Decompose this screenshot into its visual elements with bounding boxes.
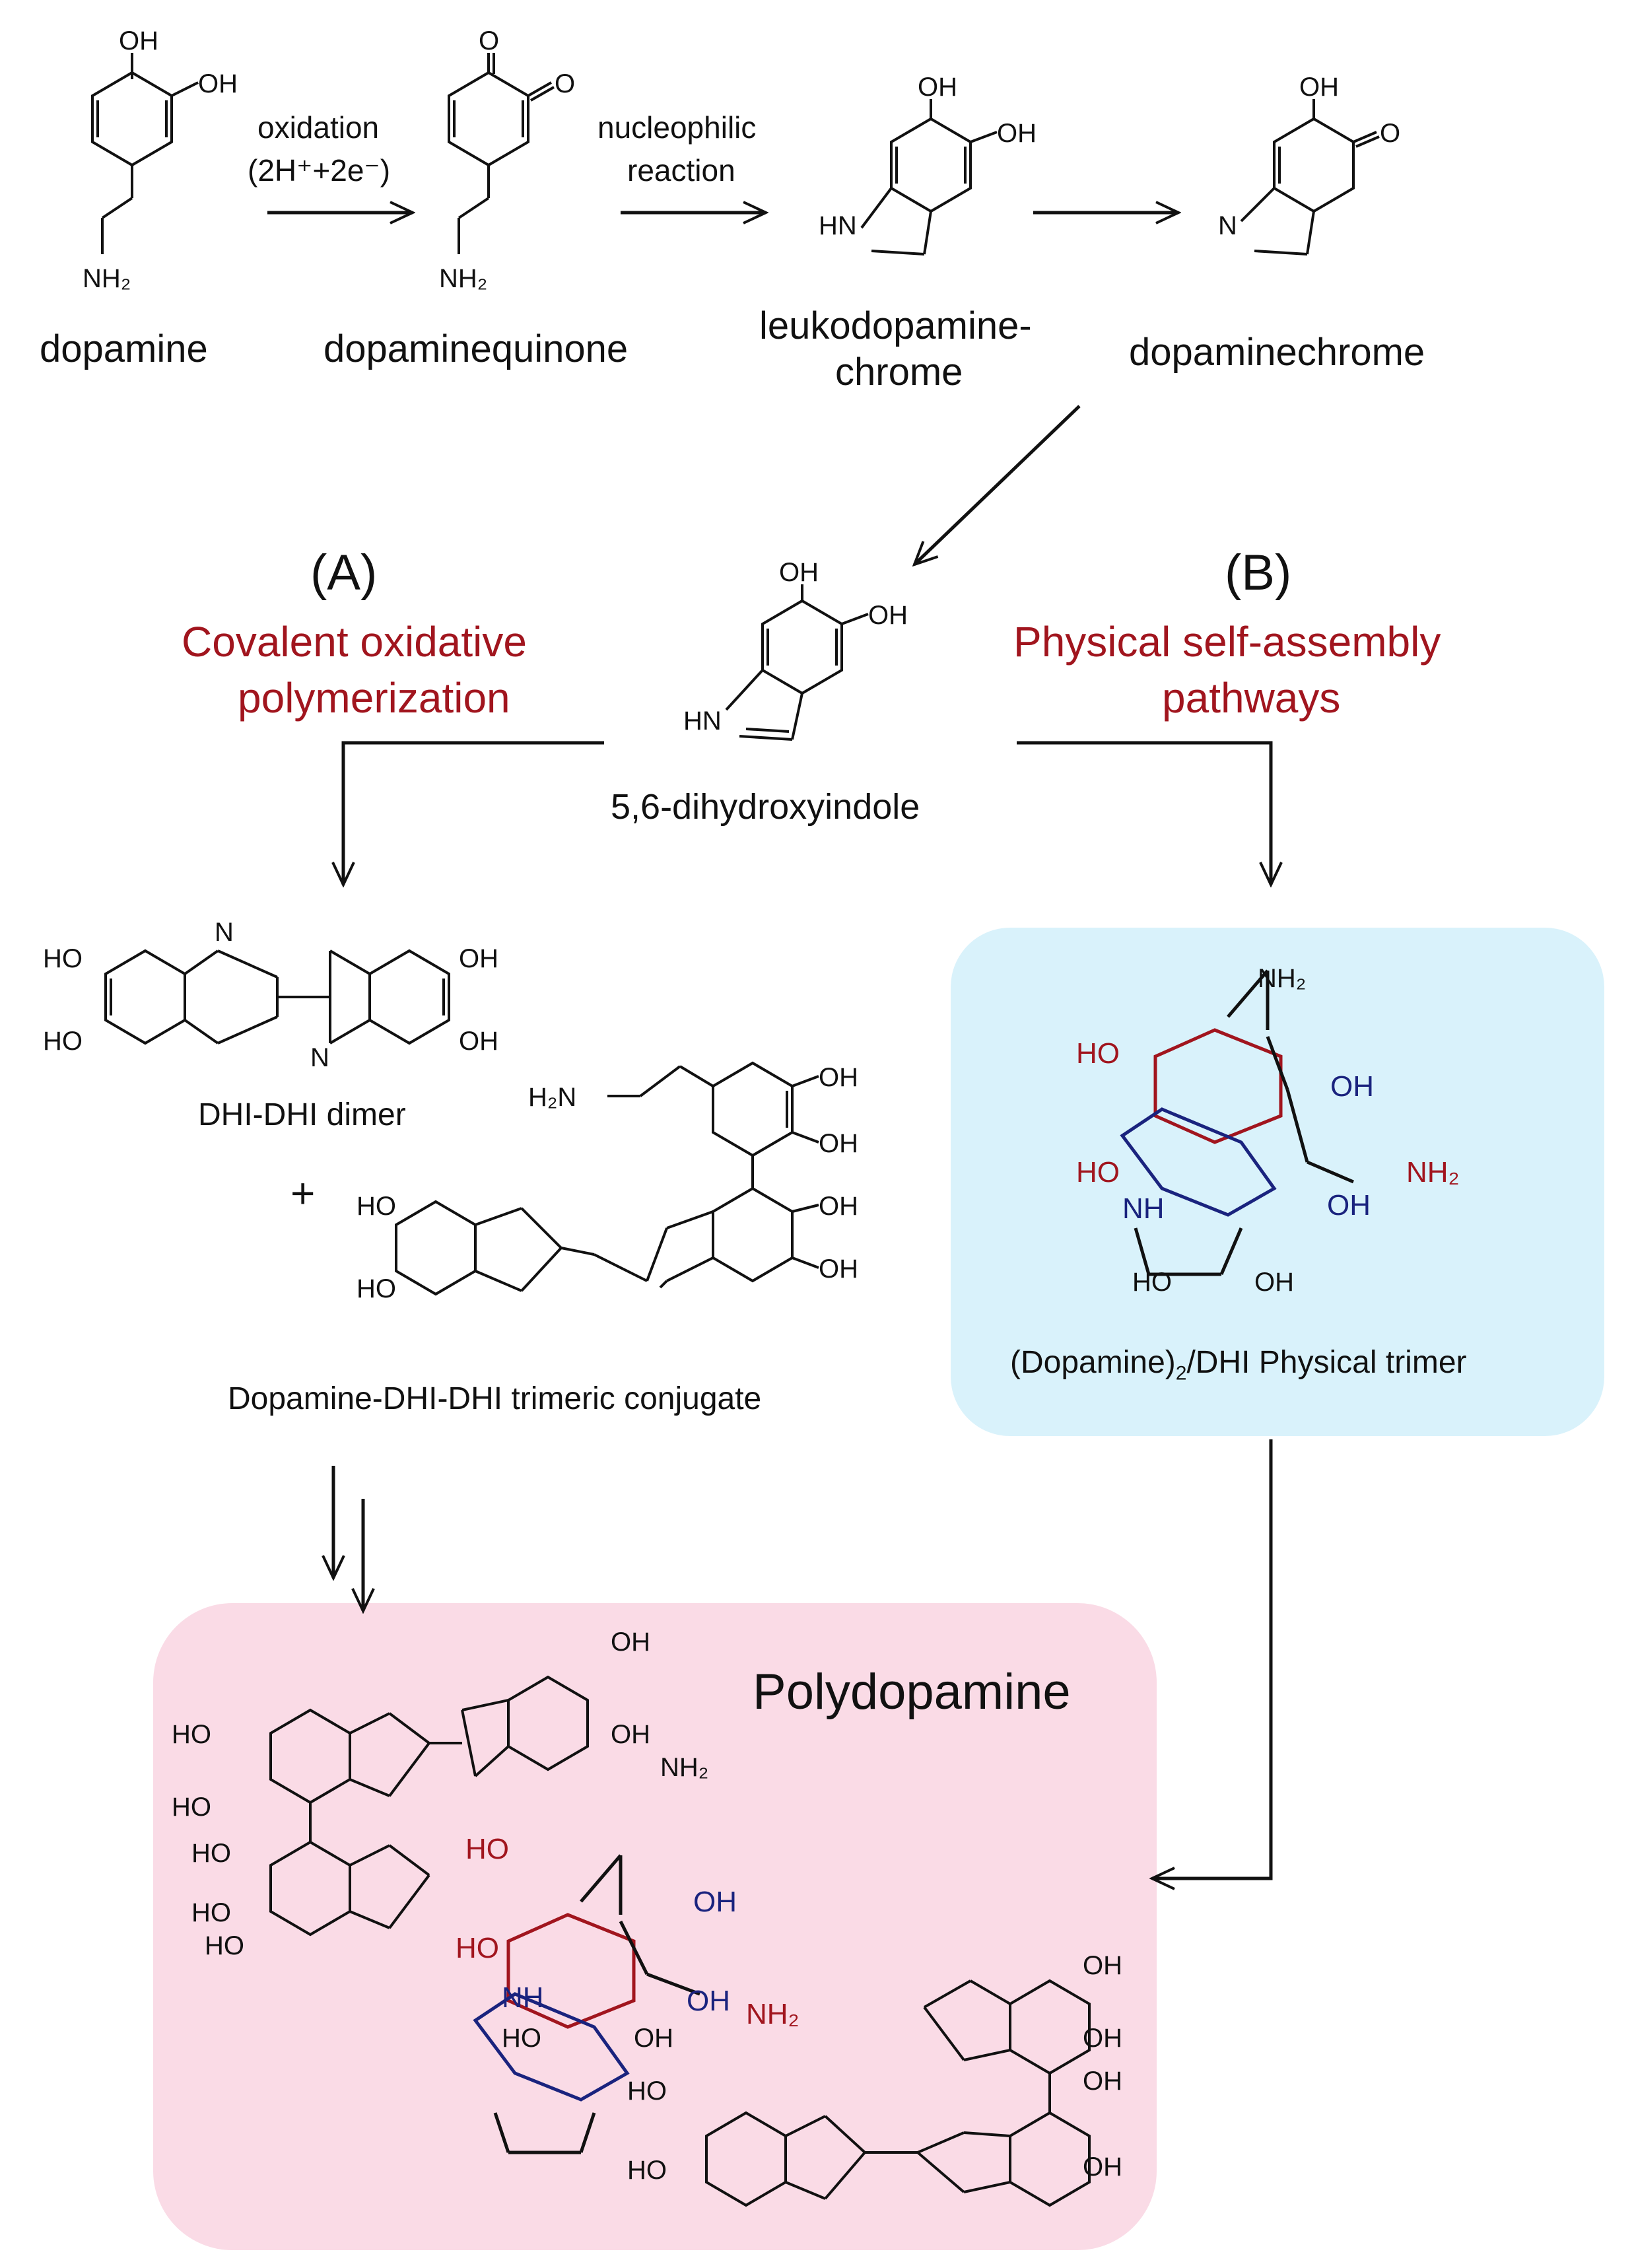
arrow-pathway-a [343,741,604,885]
atom-oh: OH [1330,1070,1374,1103]
atom-ho: HO [627,2077,667,2106]
pathway-b-line1: Physical self-assembly [1013,618,1441,666]
arrow-to-dhi [914,405,1081,565]
atom-oh: OH [693,1886,737,1918]
pathway-a-line2: polymerization [238,674,510,722]
pathway-b-line2: pathways [1162,674,1341,722]
arrow-physical-to-poly [1152,1439,1273,1878]
atom-oh: OH [819,1129,858,1158]
dopaminechrome-structure [1240,99,1380,256]
atom-ho: HO [191,1898,231,1927]
atom-oh: OH [1083,2152,1122,2182]
atom-ho: HO [357,1192,396,1221]
label-polydopamine: Polydopamine [753,1664,1071,1720]
label-physical-trimer: (Dopamine)2/DHI Physical trimer [1010,1345,1467,1385]
atom-oh: OH [1083,2067,1122,2096]
label-oxidation: oxidation [257,110,380,145]
label-oxidation-detail: (2H⁺+2e⁻) [248,153,391,188]
dopaminequinone-structure [448,53,555,254]
atom-ho: HO [627,2156,667,2185]
label-dopaminechrome: dopaminechrome [1129,331,1425,374]
atom-ho: HO [172,1793,211,1822]
atom-ho: HO [456,1932,499,1964]
atom-oh: OH [459,944,498,973]
label-leukodopaminechrome-2: chrome [835,351,963,394]
trimer-structure [395,1061,819,1296]
label-plus: + [290,1169,316,1217]
atom-ho: HO [1076,1037,1120,1070]
reaction-arrows [267,213,1271,1878]
dimer-structure [104,949,450,1045]
atom-ho: HO [191,1839,231,1868]
pathway-b-tag: (B) [1225,545,1292,601]
atom-nh2: NH₂ [660,1753,708,1782]
atom-ho: HO [43,1027,83,1056]
atom-ho: HO [172,1720,211,1749]
atom-nh: N [310,1043,329,1072]
label-dimer: DHI-DHI dimer [198,1097,406,1132]
atom-ho: HO [502,2024,541,2053]
atom-oh: OH [687,1985,730,2017]
atom-nh2: NH₂ [439,264,487,293]
atom-oh: OH [611,1628,650,1657]
atom-n: N [1218,211,1237,240]
polydopamine-panel [153,1603,1157,2250]
atom-oh: OH [1299,73,1339,102]
atom-ho: HO [357,1274,396,1303]
pathway-a-tag: (A) [310,545,378,601]
atom-oh: OH [611,1720,650,1749]
label-dhi: 5,6-dihydroxyindole [611,787,920,827]
label-dopamine: dopamine [40,327,208,370]
atom-nh: NH [502,1981,544,2014]
atom-hn: HN [819,211,857,240]
atom-oh: OH [819,1063,858,1092]
atom-o: O [555,69,575,98]
label-nucleophilic: nucleophilic [597,110,757,145]
atom-h2n: H₂N [528,1083,576,1112]
atom-nh2: NH₂ [83,264,131,293]
atom-ho: HO [465,1833,509,1865]
physical-trimer-panel [951,928,1604,1436]
atom-oh: OH [868,601,908,630]
leukodopaminechrome-structure [860,99,998,256]
atom-oh: OH [119,26,158,55]
atom-nh2: NH₂ [746,1998,800,2030]
label-dopaminequinone: dopaminequinone [323,327,629,370]
polydopamine-structure [269,1675,1091,2207]
atom-nh: NH [1122,1192,1165,1225]
atom-oh: OH [198,69,238,98]
atom-ho: HO [1076,1156,1120,1188]
label-reaction: reaction [627,153,735,188]
arrow-pathway-b [1017,741,1271,885]
dhi-structure [725,584,869,741]
atom-nh2: NH₂ [1406,1156,1460,1188]
atom-oh: OH [634,2024,673,2053]
atom-oh: OH [779,558,819,587]
label-trimer: Dopamine-DHI-DHI trimeric conjugate [228,1381,762,1416]
atom-oh: OH [1254,1268,1294,1297]
atom-o: O [1380,119,1400,148]
atom-oh: OH [1327,1189,1371,1221]
label-leukodopaminechrome-1: leukodopamine- [759,304,1032,347]
polydopamine-physical-core [473,1854,700,2154]
pathway-a-line1: Covalent oxidative [182,618,527,666]
atom-oh: OH [819,1192,858,1221]
atom-oh: OH [1083,1951,1122,1980]
atom-oh: OH [918,73,957,102]
atom-ho: HO [43,944,83,973]
atom-ho: HO [205,1931,244,1960]
atom-o: O [479,26,499,55]
dopamine-structure [91,53,199,254]
atom-nh: N [215,918,234,947]
atom-oh: OH [997,119,1037,148]
atom-oh: OH [1083,2024,1122,2053]
atom-oh: OH [459,1027,498,1056]
atom-oh: OH [819,1254,858,1284]
atom-nh2: NH₂ [1258,964,1306,993]
physical-trimer-structure [1120,969,1354,1276]
atom-hn: HN [683,706,722,736]
atom-ho: HO [1132,1268,1172,1297]
